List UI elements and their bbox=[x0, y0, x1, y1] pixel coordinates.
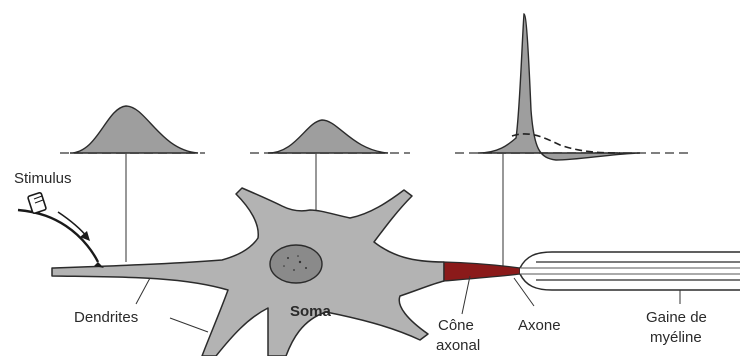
myelin-label-line1: Gaine de bbox=[646, 309, 707, 326]
dendrites-pointer-line-2 bbox=[170, 318, 208, 332]
stimulating-electrode-icon bbox=[18, 192, 104, 268]
hillock-pointer-line bbox=[462, 276, 470, 314]
dendrites-label: Dendrites bbox=[74, 309, 138, 326]
soma-label: Soma bbox=[290, 303, 332, 320]
waveform-curve bbox=[70, 106, 198, 153]
axon-label: Axone bbox=[518, 317, 561, 334]
nucleus bbox=[270, 245, 322, 283]
myelin-label-line2: myéline bbox=[650, 329, 702, 346]
neuron-cell-body bbox=[52, 188, 444, 356]
axon-core bbox=[520, 268, 740, 274]
waveform-curve bbox=[268, 120, 388, 153]
axon-pointer-line bbox=[514, 278, 534, 306]
dendrite-potential-waveform bbox=[60, 106, 205, 153]
stimulus-arrow bbox=[58, 212, 90, 241]
axon-hillock-label-line2: axonal bbox=[436, 337, 480, 354]
stimulus-label: Stimulus bbox=[14, 170, 72, 187]
action-potential-waveform bbox=[455, 14, 690, 160]
axon-hillock-label-line1: Cône bbox=[438, 317, 474, 334]
waveform-spike bbox=[478, 14, 640, 160]
axon-hillock bbox=[444, 262, 520, 281]
soma-potential-waveform bbox=[250, 120, 410, 153]
dendrites-pointer-line bbox=[136, 278, 150, 304]
